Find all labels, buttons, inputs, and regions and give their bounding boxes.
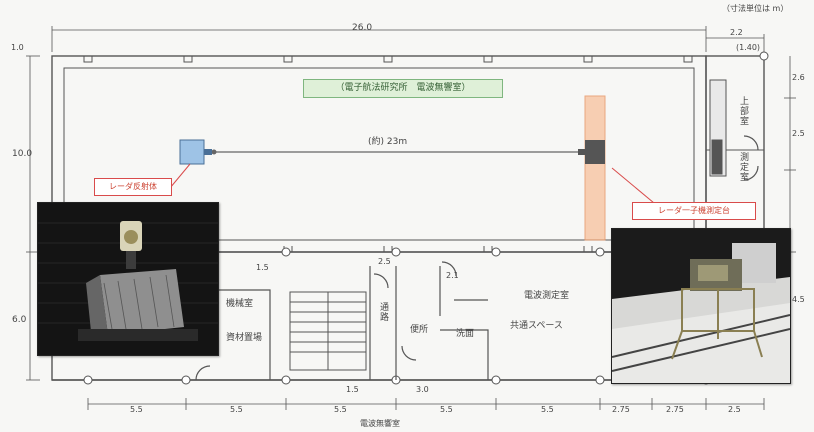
room-name-label: （電子航法研究所 電波無響室）: [303, 79, 503, 98]
bottom-dimension-8: 2.5: [728, 405, 741, 414]
room-upper-right-b: 測定室: [738, 152, 748, 182]
room-machine: 機械室: [226, 299, 254, 309]
room-wc-2: 便所: [410, 325, 429, 335]
bottom-dimension-5: 5.5: [541, 405, 554, 414]
right-col-b-dimension: 2.5: [792, 129, 805, 138]
bottom-dimension-6: 2.75: [612, 405, 630, 414]
right-small-dimension: (1.40): [736, 43, 761, 52]
height-lower-dimension: 6.0: [12, 315, 27, 325]
measurement-zone: [584, 95, 606, 241]
reflector-photo: [37, 202, 219, 356]
measurement-stand-marker: [585, 140, 605, 164]
footer-label: 電波無響室: [360, 419, 400, 428]
measurement-stand-photo: [611, 228, 791, 384]
room-lobby: 共通スペース: [510, 321, 563, 331]
distance-label: (約) 23m: [368, 137, 408, 147]
reflector-callout: レーダ反射体: [94, 178, 172, 196]
lower-a-dimension: 2.5: [378, 257, 391, 266]
left-top-dimension: 1.0: [11, 43, 24, 52]
bottom-dimension-3: 5.5: [334, 405, 347, 414]
height-main-dimension: 10.0: [12, 149, 33, 159]
units-note: （寸法単位は m）: [722, 4, 789, 13]
room-wc-3: 洗面: [456, 329, 475, 339]
overall-width-label: 26.0: [352, 23, 373, 33]
right-top-dimension: 2.2: [730, 28, 743, 37]
room-upper-right-a: 上部室: [738, 96, 748, 126]
lower-c-dimension: 1.5: [346, 385, 359, 394]
bottom-dimension-2: 5.5: [230, 405, 243, 414]
chamber-inner-wall: [63, 67, 695, 241]
right-col-a-dimension: 2.6: [792, 73, 805, 82]
lower-d-dimension: 3.0: [416, 385, 429, 394]
lower-b-dimension: 2.1: [446, 271, 459, 280]
bottom-dimension-4: 5.5: [440, 405, 453, 414]
stair-width-dimension: 1.5: [256, 263, 269, 272]
room-materials: 資材置場: [226, 333, 263, 343]
measurement-stand-callout: レーダ一子機測定台: [632, 202, 756, 220]
room-measure: 電波測定室: [524, 291, 570, 301]
right-col-c-dimension: 4.5: [792, 295, 805, 304]
bottom-dimension-1: 5.5: [130, 405, 143, 414]
radar-reflector-marker: [179, 139, 205, 165]
room-wc-1: 通路: [378, 302, 388, 322]
bottom-dimension-7: 2.75: [666, 405, 684, 414]
